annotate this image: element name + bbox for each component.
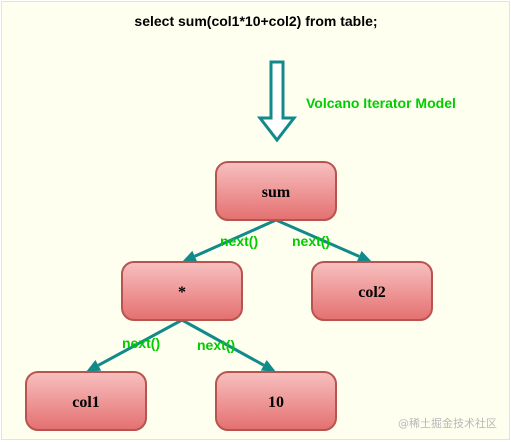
edge-label-next: next() [197,337,235,353]
node-col2: col2 [311,261,433,321]
edge-label-next: next() [220,233,258,249]
arrowhead-icon [356,250,372,262]
edge-mul-col1 [86,318,183,372]
edge-label-next: next() [122,335,160,351]
edge-line [97,318,183,367]
node-box [311,261,433,321]
edge-sum-col2 [275,218,372,262]
edges [86,218,372,372]
node-label: col1 [72,394,100,411]
edge-sum-mul [182,218,277,262]
nodes: sum * col2 col1 10 [25,161,433,431]
node-label: * [178,284,186,301]
sql-query-text: select sum(col1*10+col2) from table; [134,13,377,29]
edge-line [194,218,277,258]
edge-labels: next() next() next() next() [122,233,330,353]
watermark-text: @稀土掘金技术社区 [398,417,497,430]
arrowhead-icon [182,250,198,262]
arrowhead-icon [260,359,276,372]
node-box [121,261,243,321]
node-col1: col1 [25,371,147,431]
node-box [215,371,337,431]
down-arrow-icon [256,60,298,143]
node-mul: * [121,261,243,321]
node-label: sum [262,184,291,201]
arrowhead-icon [86,360,102,372]
node-box [25,371,147,431]
node-ten: 10 [215,371,337,431]
edge-line [181,318,265,367]
node-label: 10 [268,394,284,411]
node-box [215,161,337,221]
edge-mul-ten [181,318,276,372]
model-label: Volcano Iterator Model [306,95,456,111]
edge-label-next: next() [292,233,330,249]
node-sum: sum [215,161,337,221]
edge-line [275,218,360,258]
node-label: col2 [358,284,386,301]
